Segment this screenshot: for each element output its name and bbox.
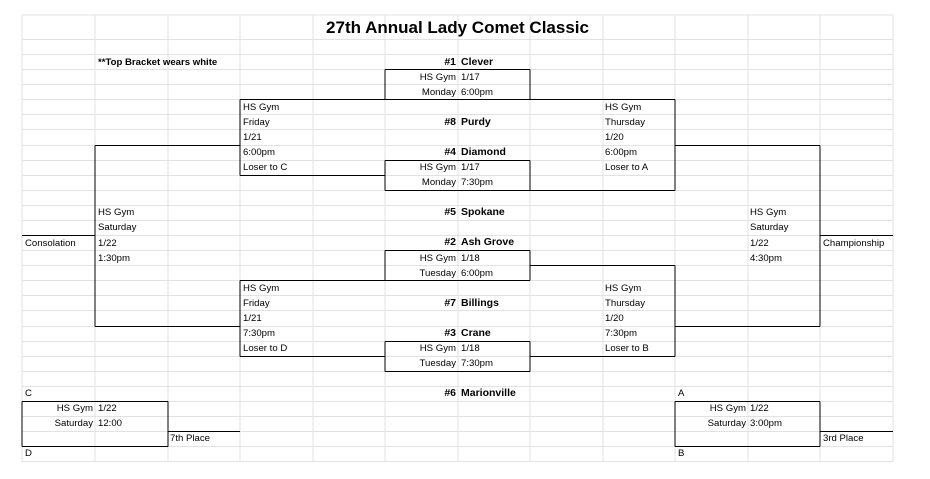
team-seed: #3	[444, 327, 456, 339]
team-name: Diamond	[461, 146, 506, 158]
game-day: Monday	[421, 177, 456, 188]
game-date: 1/22	[750, 238, 769, 249]
game-day: Saturday	[707, 418, 746, 429]
game-day: Friday	[243, 117, 270, 128]
game-time: 3:00pm	[750, 418, 782, 429]
loser-note: Loser to C	[243, 162, 288, 173]
game-time: 7:30pm	[461, 177, 493, 188]
page-title: 27th Annual Lady Comet Classic	[326, 18, 589, 37]
game-venue: HS Gym	[419, 253, 456, 264]
game-day: Saturday	[54, 418, 93, 429]
game-venue: HS Gym	[98, 207, 135, 218]
game-date: 1/22	[750, 403, 769, 414]
game-venue: HS Gym	[419, 72, 456, 83]
consolation-label: Consolation	[25, 238, 76, 249]
game-date: 1/20	[605, 313, 624, 324]
game-date: 1/17	[461, 162, 480, 173]
game-day: Tuesday	[419, 358, 456, 369]
game-date: 1/18	[461, 253, 480, 264]
slot-label: D	[25, 448, 32, 459]
game-venue: HS Gym	[419, 162, 456, 173]
game-time: 6:00pm	[461, 268, 493, 279]
game-time: 6:00pm	[461, 87, 493, 98]
game-venue: HS Gym	[56, 403, 93, 414]
team-seed: #4	[444, 146, 456, 158]
game-venue: HS Gym	[750, 207, 787, 218]
game-day: Thursday	[605, 117, 645, 128]
game-time: 7:30pm	[243, 328, 275, 339]
game-date: 1/18	[461, 343, 480, 354]
game-time: 12:00	[98, 418, 123, 429]
bracket-note: **Top Bracket wears white	[98, 57, 218, 68]
game-date: 1/22	[98, 238, 117, 249]
loser-note: Loser to A	[605, 162, 649, 173]
game-date: 1/21	[243, 132, 262, 143]
seventh-place-label: 7th Place	[170, 433, 211, 444]
team-seed: #8	[444, 116, 456, 128]
slot-label: B	[678, 448, 685, 459]
team-seed: #2	[444, 236, 456, 248]
game-venue: HS Gym	[243, 283, 280, 294]
game-date: 1/21	[243, 313, 262, 324]
team-seed: #7	[444, 297, 456, 309]
team-name: Spokane	[461, 206, 505, 218]
team-seed: #6	[444, 387, 456, 399]
game-day: Friday	[243, 298, 270, 309]
game-day: Thursday	[605, 298, 645, 309]
slot-label: C	[25, 388, 32, 399]
game-time: 6:00pm	[243, 147, 275, 158]
team-name: Marionville	[461, 387, 516, 399]
game-venue: HS Gym	[419, 343, 456, 354]
team-seed: #5	[444, 206, 456, 218]
slot-label: A	[678, 388, 685, 399]
team-name: Ash Grove	[461, 236, 515, 248]
game-day: Saturday	[750, 222, 789, 233]
game-day: Saturday	[98, 222, 137, 233]
team-name: Clever	[461, 56, 494, 68]
game-venue: HS Gym	[243, 102, 280, 113]
game-time: 7:30pm	[461, 358, 493, 369]
game-venue: HS Gym	[605, 102, 642, 113]
game-date: 1/22	[98, 403, 117, 414]
team-name: Crane	[461, 327, 491, 339]
team-seed: #1	[444, 56, 456, 68]
game-day: Tuesday	[419, 268, 456, 279]
game-time: 4:30pm	[750, 253, 782, 264]
game-time: 6:00pm	[605, 147, 637, 158]
game-date: 1/17	[461, 72, 480, 83]
loser-note: Loser to B	[605, 343, 649, 354]
game-day: Monday	[421, 87, 456, 98]
game-venue: HS Gym	[709, 403, 746, 414]
championship-label: Championship	[823, 238, 885, 249]
team-name: Billings	[461, 297, 499, 309]
loser-note: Loser to D	[243, 343, 288, 354]
game-venue: HS Gym	[605, 283, 642, 294]
game-date: 1/20	[605, 132, 624, 143]
game-time: 1:30pm	[98, 253, 130, 264]
third-place-label: 3rd Place	[823, 433, 864, 444]
team-name: Purdy	[461, 116, 491, 128]
game-time: 7:30pm	[605, 328, 637, 339]
